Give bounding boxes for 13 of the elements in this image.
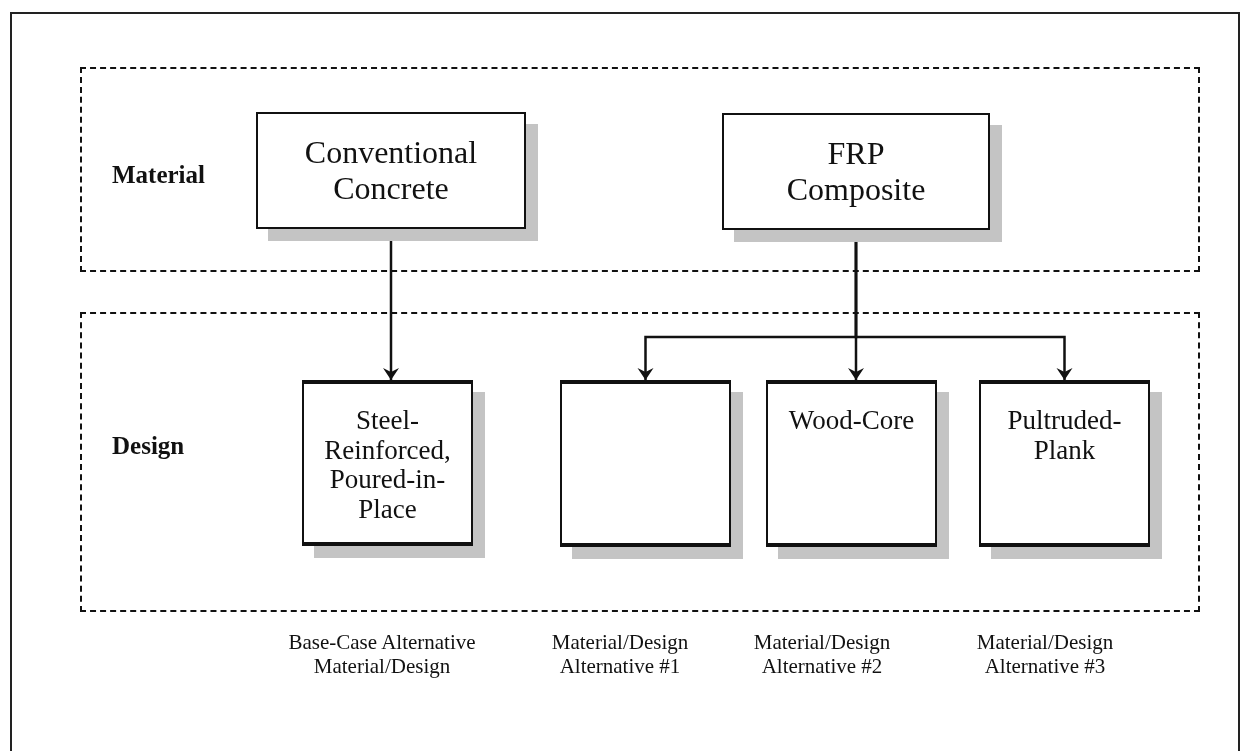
box-label: Wood-Core bbox=[788, 406, 915, 436]
alternative-caption: Material/Design Alternative #3 bbox=[975, 630, 1115, 679]
band-heading: Material bbox=[112, 161, 205, 189]
box-label: FRP Composite bbox=[785, 136, 927, 207]
dashed-group-band bbox=[80, 67, 1200, 272]
box-label: Pultruded-Plank bbox=[1006, 406, 1123, 466]
box-label: Conventional Concrete bbox=[303, 135, 479, 206]
dashed-group-band bbox=[80, 312, 1200, 612]
alternative-caption: Material/Design Alternative #1 bbox=[550, 630, 690, 679]
box-label: Steel-Reinforced, Poured-in-Place bbox=[323, 406, 452, 525]
alternative-caption: Base-Case Alternative Material/Design bbox=[287, 630, 477, 679]
band-heading: Design bbox=[112, 432, 185, 460]
alternative-caption: Material/Design Alternative #2 bbox=[752, 630, 892, 679]
